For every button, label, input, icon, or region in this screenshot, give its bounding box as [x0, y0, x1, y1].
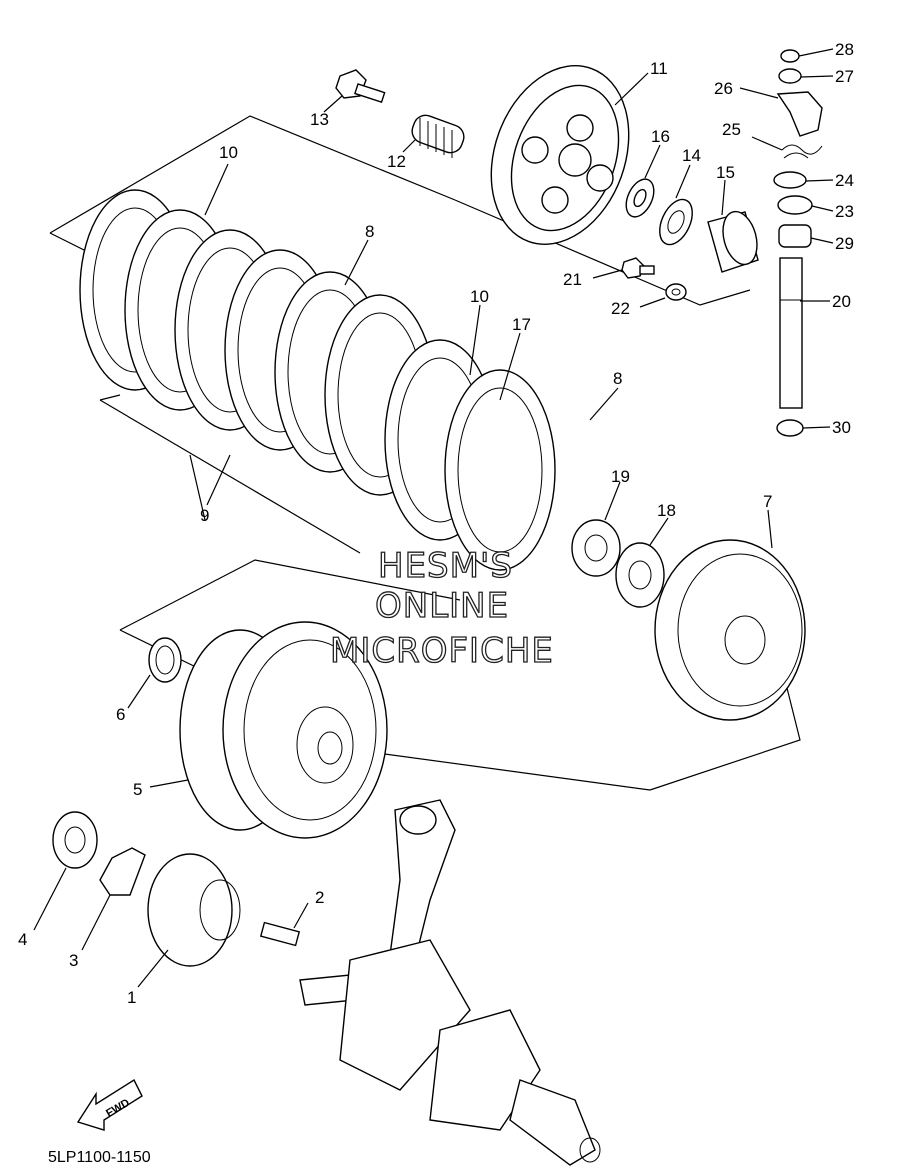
- watermark: HESM'S ONLINE MICROFICHE: [329, 545, 554, 671]
- crankshaft-part: [299, 799, 601, 1166]
- callout-23: 23: [835, 202, 854, 221]
- callout-26: 26: [714, 79, 733, 98]
- callout-4: 4: [18, 930, 27, 949]
- callout-leader-lines: [33, 48, 834, 988]
- clutch-plate-stack: [79, 189, 556, 571]
- callout-5: 5: [133, 780, 142, 799]
- callout-24: 24: [835, 171, 854, 190]
- watermark-line-1: HESM'S: [378, 546, 513, 586]
- callout-8-upper: 8: [365, 222, 374, 241]
- callout-10-lower: 10: [470, 287, 489, 306]
- callout-labels: 1 2 3 4 5 6 7 8 8 9 10 10 11 12 13 14 15…: [18, 40, 854, 1007]
- clutch-shaft-stack: [773, 49, 823, 437]
- callout-6: 6: [116, 705, 125, 724]
- forward-direction-arrow: FWD: [76, 1078, 143, 1131]
- pressure-plate-part: [490, 65, 630, 245]
- callout-25: 25: [722, 120, 741, 139]
- callout-17: 17: [512, 315, 531, 334]
- callout-11: 11: [650, 59, 668, 78]
- callout-28: 28: [835, 40, 854, 59]
- watermark-line-3: MICROFICHE: [330, 631, 554, 671]
- callout-14: 14: [682, 146, 701, 165]
- clutch-spring-part: [411, 114, 465, 158]
- bolt-washer-parts: [621, 257, 687, 301]
- push-rod-parts: [625, 178, 759, 273]
- circlip-part: [148, 637, 182, 683]
- primary-driven-gear-part: [654, 539, 806, 721]
- callout-22: 22: [611, 299, 630, 318]
- callout-19: 19: [611, 467, 630, 486]
- callout-1: 1: [127, 988, 136, 1007]
- callout-16: 16: [651, 127, 670, 146]
- drawing-code: 5LP1100-1150: [48, 1149, 151, 1166]
- callout-10-upper: 10: [219, 143, 238, 162]
- callout-18: 18: [657, 501, 676, 520]
- callout-20: 20: [832, 292, 851, 311]
- callout-29: 29: [835, 234, 854, 253]
- callout-30: 30: [832, 418, 851, 437]
- callout-12: 12: [387, 152, 406, 171]
- callout-15: 15: [716, 163, 735, 182]
- callout-27: 27: [835, 67, 854, 86]
- lower-gear-parts: [52, 811, 301, 967]
- watermark-line-2: ONLINE: [375, 586, 509, 626]
- clutch-housing-part: [179, 621, 388, 839]
- nut-lockwasher-parts: [571, 519, 665, 608]
- callout-13: 13: [310, 110, 329, 129]
- callout-9: 9: [200, 506, 209, 525]
- callout-8-lower: 8: [613, 369, 622, 388]
- callout-21: 21: [563, 270, 582, 289]
- callout-3: 3: [69, 951, 78, 970]
- bolt-part: [335, 69, 386, 104]
- callout-2: 2: [315, 888, 324, 907]
- callout-7: 7: [763, 492, 772, 511]
